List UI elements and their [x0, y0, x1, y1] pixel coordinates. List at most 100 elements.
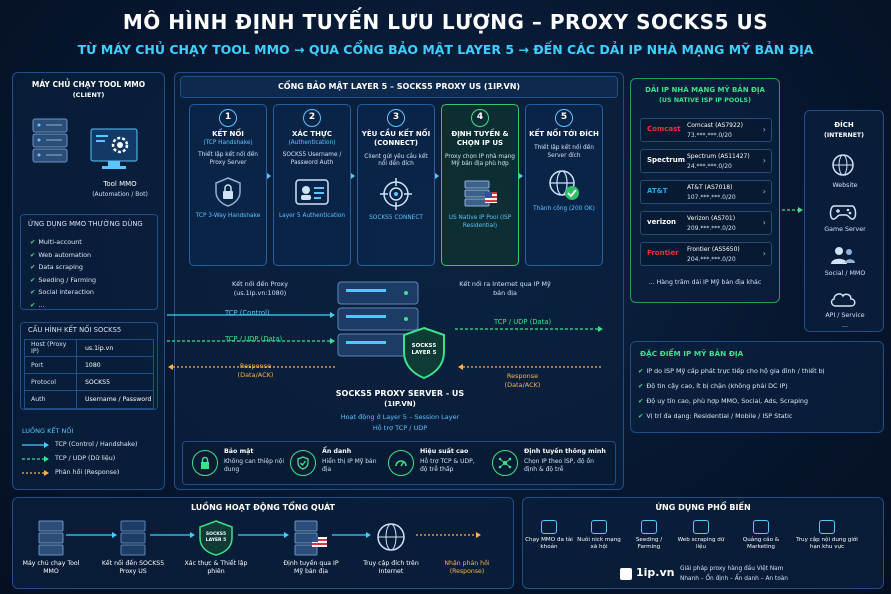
list-item: ✔IP do ISP Mỹ cấp phát trực tiếp cho hộ … [638, 367, 825, 375]
chevron-right-icon: › [762, 249, 766, 258]
tool-label: Tool MMO [103, 180, 137, 188]
check-icon: ✔ [30, 300, 36, 309]
check-icon: ✔ [638, 382, 644, 390]
flow-shield-icon [199, 520, 233, 556]
app-item: Nuôi nick mạng xã hội [574, 520, 624, 552]
flow-proxy-icon [120, 520, 146, 556]
app-item: Chạy MMO đa tài khoản [524, 520, 574, 552]
network-icon [492, 450, 518, 476]
gamepad-icon [829, 205, 857, 220]
chevron-right-icon: › [762, 187, 766, 196]
client-title: MÁY CHỦ CHẠY TOOL MMO [31, 80, 146, 89]
app-item: Seeding / Farming [624, 520, 674, 552]
cloud-icon [830, 293, 856, 307]
server-title: SOCKS5 PROXY SERVER - US [335, 389, 465, 398]
flow-step-3: Xác thực & Thiết lập phiên [184, 560, 248, 576]
flow-step-4: Định tuyến qua IP Mỹ bản địa [283, 560, 339, 576]
check-icon: ✔ [30, 275, 36, 284]
proxy-server-icon [337, 281, 445, 380]
legend-response: Phản hồi (Response) [55, 469, 120, 476]
brand-desc-2: Nhanh – Ổn định – Ẩn danh – An toàn [680, 576, 788, 582]
list-item: ✔Multi-account [30, 238, 82, 246]
popular-apps-panel [522, 497, 884, 589]
list-item: ✔Social interaction [30, 288, 94, 296]
isp-item-verizon[interactable]: verizon Verizon (AS701) 209.***.***.0/20… [640, 211, 772, 235]
check-icon: ✔ [638, 367, 644, 375]
flow-step-5: Truy cập đích trên Internet [363, 560, 419, 576]
check-icon: ✔ [30, 250, 36, 259]
destination-game-server: Game Server [824, 226, 866, 233]
shield-icon [403, 326, 445, 380]
globe-check-icon [547, 168, 581, 202]
megaphone-icon [753, 520, 769, 534]
users-icon [831, 247, 855, 264]
gateway-title: CỔNG BẢO MẬT LAYER 5 – SOCKS5 PROXY US (… [277, 82, 521, 91]
feature-security: Bảo mật Không can thiệp nội dung [192, 448, 288, 488]
app-item: Quảng cáo & Marketing [736, 520, 786, 552]
destination-social: Social / MMO [824, 270, 866, 277]
apps-box [20, 214, 158, 310]
list-item: ✔Độ uy tín cao, phù hợp MMO, Social, Ads… [638, 397, 809, 405]
config-title: CẤU HÌNH KẾT NỐI SOCKS5 [28, 326, 122, 334]
step-arrows [267, 173, 523, 179]
page-title: MÔ HÌNH ĐỊNH TUYẾN LƯU LƯỢNG – PROXY SOC… [122, 10, 769, 34]
destination-subtitle: (INTERNET) [824, 132, 864, 139]
app-item: Truy cập nội dung giới hạn khu vực [796, 520, 858, 552]
list-item: ✔Độ tin cậy cao, ít bị chặn (không phải … [638, 382, 788, 390]
globe-lock-icon [819, 520, 835, 534]
client-subtitle: (CLIENT) [72, 91, 105, 99]
apps-title: ỨNG DỤNG MMO THƯỜNG DÙNG [28, 220, 143, 228]
lock-icon [192, 450, 218, 476]
config-box [20, 322, 158, 410]
isp-item-comcast[interactable]: Comcast Comcast (AS7922) 73.***.***.0/20… [640, 118, 772, 142]
list-item: ✔Seeding / Farming [30, 275, 97, 284]
isp-pool-title: DẢI IP NHÀ MẠNG MỸ BẢN ĐỊA [645, 86, 765, 94]
response-left-label: Response (Data/ACK) [237, 362, 274, 380]
list-item: ✔Web automation [30, 250, 92, 259]
flow-globe-icon [377, 523, 405, 551]
tcp-udp-data-right-label: TCP / UDP (Data) [494, 318, 552, 326]
chevron-right-icon: › [762, 156, 766, 165]
server-sub: (1IP.VN) [384, 400, 416, 408]
check-icon: ✔ [638, 412, 644, 420]
list-item: ✔Data scraping [30, 263, 83, 271]
apps-list: ✔Multi-account ✔Web automation ✔Data scr… [30, 236, 154, 311]
isp-item-att[interactable]: AT&T AT&T (AS7018) 107.***.***.0/20 › [640, 180, 772, 204]
destination-website: Website [832, 182, 858, 189]
legend-tcp: TCP (Control / Handshake) [55, 441, 138, 448]
code-icon [693, 520, 709, 534]
popular-apps-title: ỨNG DỤNG PHỔ BIẾN [655, 503, 751, 512]
isp-item-frontier[interactable]: Frontier Frontier (AS5650) 204.***.***.0… [640, 242, 772, 266]
list-item: ✔Vị trí đa dạng: Residential / Mobile / … [638, 412, 793, 420]
right-arrow-top-label: Kết nối ra Internet qua IP Mỹ bản địa [459, 280, 551, 297]
check-icon: ✔ [30, 288, 36, 296]
gauge-icon [388, 450, 414, 476]
flow-step-6: Nhận phản hồi (Response) [444, 560, 490, 576]
flow-step-1: Máy chủ chạy Tool MMO [22, 560, 80, 576]
legend-lines [22, 442, 49, 476]
shield-label: SOCKS5 LAYER 5 [411, 343, 437, 357]
pool-to-dest-arrow [782, 207, 803, 213]
step-3: 3 YÊU CẦU KẾT NỐI (CONNECT) Client gửi y… [357, 104, 435, 266]
sprout-icon [641, 520, 657, 534]
step-1: 1 KẾT NỐI (TCP Handshake) Thiết lập kết … [189, 104, 267, 266]
legend-data: TCP / UDP (Dữ liệu) [55, 455, 116, 462]
phone-icon [591, 520, 607, 534]
isp-item-spectrum[interactable]: Spectrum Spectrum (AS11427) 24.***.***.0… [640, 149, 772, 173]
legend-title: LUỒNG KẾT NỐI [22, 427, 74, 435]
globe-icon [832, 154, 854, 176]
id-card-icon [295, 175, 329, 209]
feature-smart-routing: Định tuyến thông minh Chọn IP theo ISP, … [492, 448, 612, 488]
step-2: 2 XÁC THỰC (Authentication) SOCKS5 Usern… [273, 104, 351, 266]
step-5: 5 KẾT NỐI TỚI ĐÍCH Thiết lập kết nối đến… [525, 104, 603, 266]
traits-panel [630, 341, 884, 433]
traits-list: ✔IP do ISP Mỹ cấp phát trực tiếp cho hộ … [638, 364, 882, 424]
gateway-title-bar [180, 76, 618, 98]
page-subtitle: TỪ MÁY CHỦ CHẠY TOOL MMO → QUA CỔNG BẢO … [77, 42, 814, 57]
brand-name: 1ip.vn [636, 566, 675, 579]
list-item: ✔... [30, 300, 45, 309]
